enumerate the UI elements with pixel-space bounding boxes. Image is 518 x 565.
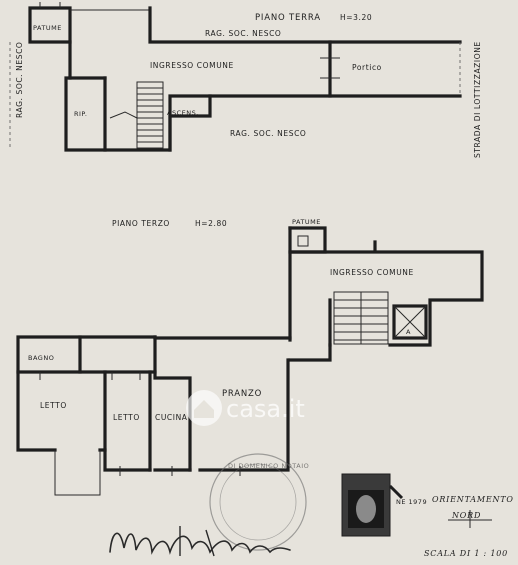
third-patume-label: PATUME [292, 218, 321, 226]
ground-patume-detail [39, 2, 150, 11]
seal-text: DI DOMENICO NOTAIO [228, 462, 309, 470]
ground-patume-label: PATUME [33, 24, 62, 32]
ground-rag-left-label: RAG. SOC. NESCO [15, 42, 24, 118]
third-patume-detail [297, 235, 309, 247]
third-lift-label: A [406, 328, 411, 336]
revenue-stamp [341, 473, 404, 537]
ground-floor-height: H=3.20 [340, 13, 372, 22]
ground-portico-label: Portico [352, 63, 382, 72]
third-letto1-label: LETTO [40, 401, 67, 410]
third-floor-height: H=2.80 [195, 219, 227, 228]
scale-label: SCALA DI 1 : 100 [424, 549, 508, 558]
ground-floor-plan: PATUME PIANO TERRA H=3.20 RAG. SOC. NESC… [9, 2, 482, 158]
ground-lift-walls [168, 94, 212, 152]
third-bagno-label: BAGNO [28, 354, 54, 362]
ground-rip-label: RIP. [74, 110, 87, 118]
ground-strada-label: STRADA DI LOTTIZZAZIONE [473, 41, 482, 158]
third-balcony [54, 450, 101, 496]
ground-ingresso-label: INGRESSO COMUNE [150, 61, 234, 70]
date-mark: NE 1979 [396, 498, 427, 506]
ground-ascensore-label: ASCENS. [167, 109, 199, 117]
ground-top-wall [148, 6, 462, 44]
north-arrow-icon [448, 510, 492, 528]
third-pranzo-label: PRANZO [222, 389, 262, 399]
watermark: casa.it [186, 390, 305, 426]
third-floor-plan: PIANO TERZO H=2.80 PATUME INGRESSO COMUN… [16, 218, 484, 496]
ground-floor-title: PIANO TERRA [255, 13, 321, 23]
third-letto2-label: LETTO [113, 413, 140, 422]
ground-rag-top-label: RAG. SOC. NESCO [205, 29, 281, 38]
third-upper-walls [288, 226, 484, 362]
third-cucina-label: CUCINA [155, 413, 188, 422]
third-apartment-walls [16, 335, 292, 472]
third-floor-title: PIANO TERZO [112, 219, 170, 228]
signature [109, 526, 291, 557]
third-stairs [333, 291, 389, 345]
third-ingresso-label: INGRESSO COMUNE [330, 268, 414, 277]
third-window-marks [39, 372, 241, 476]
north-label: NORD [451, 511, 481, 520]
ground-boundary-dash [9, 42, 461, 150]
third-room-dividers [103, 335, 192, 472]
third-lift [392, 304, 428, 340]
notary-seal: DI DOMENICO NOTAIO [209, 453, 309, 551]
orientation-label: ORIENTAMENTO [432, 495, 514, 504]
ground-portico-marks [320, 57, 340, 79]
ground-stairs [109, 81, 164, 149]
watermark-text: casa.it [226, 395, 305, 423]
ground-rag-bottom-label: RAG. SOC. NESCO [230, 129, 306, 138]
house-logo-glyph [194, 400, 214, 418]
